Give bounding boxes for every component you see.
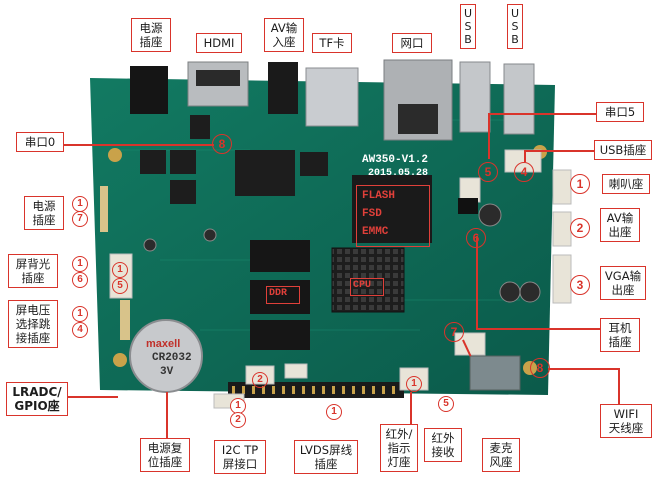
marker-6: 6: [466, 228, 486, 248]
marker-right-1: 1: [570, 174, 590, 194]
leader-lradc: [68, 396, 118, 398]
leader-ir-led: [410, 392, 412, 424]
wifi-module: [469, 355, 521, 391]
fsd-label: FSD: [362, 208, 382, 220]
label-network-port: 网口: [392, 33, 432, 53]
marker-right-3: 3: [570, 275, 590, 295]
marker-serial0-8: 8: [212, 134, 232, 154]
ddr-chip-1: [250, 240, 310, 272]
marker-lradc-1: 1: [112, 262, 128, 278]
marker-serial-5: 5: [478, 162, 498, 182]
leader-serial5-v: [488, 113, 490, 159]
label-power-reset: 电源复 位插座: [140, 438, 190, 472]
label-ir-indicator: 红外/ 指示 灯座: [380, 424, 418, 472]
label-av-in: AV输 入座: [264, 18, 304, 52]
label-av-out: AV输 出座: [600, 208, 640, 242]
ddr-label-box: [266, 286, 300, 304]
cpu-label-box: [350, 278, 384, 296]
board-date: 2015.05.28: [368, 168, 429, 179]
marker-ir-recv-5: 5: [438, 396, 454, 412]
leader-wifi-v: [618, 368, 620, 404]
emmc-label: EMMC: [362, 226, 389, 238]
marker-right-2: 2: [570, 218, 590, 238]
flash-label: FLASH: [362, 190, 396, 202]
label-power-socket-top: 电源 插座: [131, 18, 171, 52]
usb-port-2: [503, 63, 535, 135]
marker-8: 8: [530, 358, 550, 378]
marker-left-backlight-6: 6: [72, 272, 88, 288]
ddr-label: DDR: [269, 288, 288, 299]
label-usb-2: U S B: [507, 4, 523, 49]
leader-power-reset: [166, 392, 168, 438]
label-microphone: 麦克 风座: [482, 438, 520, 472]
marker-lvds-1: 1: [326, 404, 342, 420]
label-vga-out: VGA输 出座: [600, 266, 646, 300]
cpu-label: CPU: [353, 280, 372, 291]
label-tf-card: TF卡: [312, 33, 352, 53]
usb-port-1: [459, 61, 491, 133]
marker-7: 7: [444, 322, 464, 342]
av-in-jack: [268, 62, 298, 114]
marker-left-power-1: 1: [72, 196, 88, 212]
label-lradc-gpio: LRADC/ GPIO座: [6, 382, 68, 416]
marker-ir-1: 1: [406, 376, 422, 392]
label-ir-receiver: 红外 接收: [424, 428, 462, 462]
label-hdmi: HDMI: [196, 33, 242, 53]
label-lvds: LVDS屏线 插座: [294, 440, 358, 474]
leader-serial5-h: [488, 113, 596, 115]
marker-left-jumper-4: 4: [72, 322, 88, 338]
marker-left-jumper-1: 1: [72, 306, 88, 322]
marker-usb-4: 4: [514, 162, 534, 182]
leader-serial0: [64, 144, 214, 146]
marker-i2c-1: 1: [230, 398, 246, 414]
label-power-socket-left: 电源 插座: [24, 196, 64, 230]
battery-voltage: 3V: [160, 366, 174, 378]
ddr-chip-2: [250, 280, 310, 314]
power-jack: [130, 66, 168, 114]
tf-card-slot: [305, 67, 359, 127]
marker-left-backlight-1: 1: [72, 256, 88, 272]
ddr-chip-3: [250, 320, 310, 350]
label-i2c-tp: I2C TP 屏接口: [214, 440, 266, 474]
marker-lradc-5: 5: [112, 278, 128, 294]
battery-brand: maxell: [146, 338, 181, 350]
label-speaker: 喇叭座: [602, 174, 650, 194]
leader-usb-socket-v: [524, 150, 526, 162]
label-earphone: 耳机 插座: [600, 318, 640, 352]
cpu-heatsink: [331, 247, 405, 313]
board-model: AW350-V1.2: [362, 154, 429, 166]
leader-wifi-h: [548, 368, 618, 370]
pcb-substrate: [90, 78, 555, 395]
label-voltage-jumper: 屏电压 选择跳 接插座: [8, 300, 58, 348]
label-serial-0: 串口0: [16, 132, 64, 152]
flash-chip: [352, 175, 432, 243]
label-serial-5: 串口5: [596, 102, 644, 122]
leader-earphone: [476, 328, 600, 330]
marker-i2c-2: 2: [230, 412, 246, 428]
marker-power-reset: 2: [252, 372, 268, 388]
flash-chip-label-box: [356, 185, 430, 247]
leader-ddr-to-6: [476, 236, 478, 328]
label-wifi-antenna: WIFI 天线座: [600, 404, 652, 438]
leader-usb-socket-h: [524, 150, 594, 152]
label-usb-1: U S B: [460, 4, 476, 49]
label-usb-socket: USB插座: [594, 140, 652, 160]
battery-model: CR2032: [152, 352, 192, 364]
marker-left-power-7: 7: [72, 211, 88, 227]
label-backlight: 屏背光 插座: [8, 254, 58, 288]
